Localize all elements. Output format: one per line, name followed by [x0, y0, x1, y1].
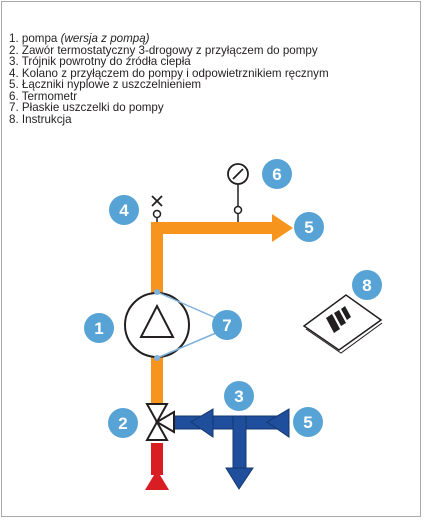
return-arrow-middle [190, 408, 214, 438]
badge-thermometer: 6 [262, 159, 292, 189]
badge-nipple-right-label: 5 [303, 413, 312, 432]
badge-thermometer-label: 6 [272, 165, 281, 184]
badge-nipple-right: 5 [293, 407, 323, 437]
badge-manual-label: 8 [362, 276, 371, 295]
supply-pipe-vertical-lower [151, 357, 163, 404]
legend-item-valve: 2. Zawór termostatyczny 3-drogowy z przy… [9, 43, 318, 57]
badge-valve: 2 [108, 408, 138, 438]
badge-elbow-label: 4 [119, 201, 129, 220]
badge-pump: 1 [84, 313, 114, 343]
badge-tee: 3 [224, 381, 254, 411]
badge-gaskets: 7 [212, 310, 242, 340]
supply-pipe-vertical-upper [151, 222, 163, 294]
supply-arrow-head [272, 214, 293, 242]
return-pipe [171, 408, 290, 490]
supply-pipe-horizontal [151, 222, 275, 234]
gasket-lower-dot [154, 355, 160, 361]
badge-manual: 8 [352, 270, 382, 300]
valve-lower-triangle [145, 419, 169, 441]
legend-item-elbow: 4. Kolano z przyłączem do pompy i odpowi… [9, 66, 329, 80]
badge-tee-label: 3 [234, 387, 243, 406]
badge-gaskets-label: 7 [222, 316, 231, 335]
legend-item-nipples: 5. Łączniki nyplowe z uszczelnieniem [9, 78, 202, 91]
valve-right-triangle [155, 410, 175, 434]
legend-item-thermometer: 6. Termometr [9, 89, 78, 103]
return-arrow-down [225, 467, 254, 490]
gasket-lines [154, 289, 217, 361]
valve-upper-triangle [145, 403, 169, 425]
manual-booklet-icon [302, 294, 383, 354]
badge-nipple-top: 5 [294, 212, 324, 242]
air-vent [151, 195, 163, 222]
return-arrow-right [266, 408, 290, 438]
source-pipe-vertical [151, 443, 163, 475]
badge-nipple-top-label: 5 [304, 218, 313, 237]
return-pipe-vertical [232, 415, 247, 473]
gasket-upper-dot [154, 289, 160, 295]
source-pipe [145, 443, 169, 490]
legend-item-manual: 8. Instrukcja [9, 112, 72, 126]
badge-pump-label: 1 [94, 319, 103, 338]
thermometer-icon [227, 163, 249, 222]
thermometer-needle [232, 168, 244, 180]
legend-note-pump-version: (wersja z pompą) [60, 32, 150, 45]
three-way-valve [145, 403, 175, 441]
legend-item-gaskets: 7. Płaskie uszczelki do pompy [9, 101, 164, 114]
badge-valve-label: 2 [118, 414, 127, 433]
parts-legend: 1. pompa (wersja z pompą) 2. Zawór termo… [9, 33, 419, 125]
legend-item-pump: 1. pompa (wersja z pompą) [9, 32, 150, 45]
source-arrow [145, 470, 169, 490]
legend-item-tee: 3. Trójnik powrotny do źródła ciepła [9, 55, 191, 68]
pump-triangle [139, 303, 175, 338]
supply-pipe [151, 214, 293, 404]
badge-elbow: 4 [109, 195, 139, 225]
